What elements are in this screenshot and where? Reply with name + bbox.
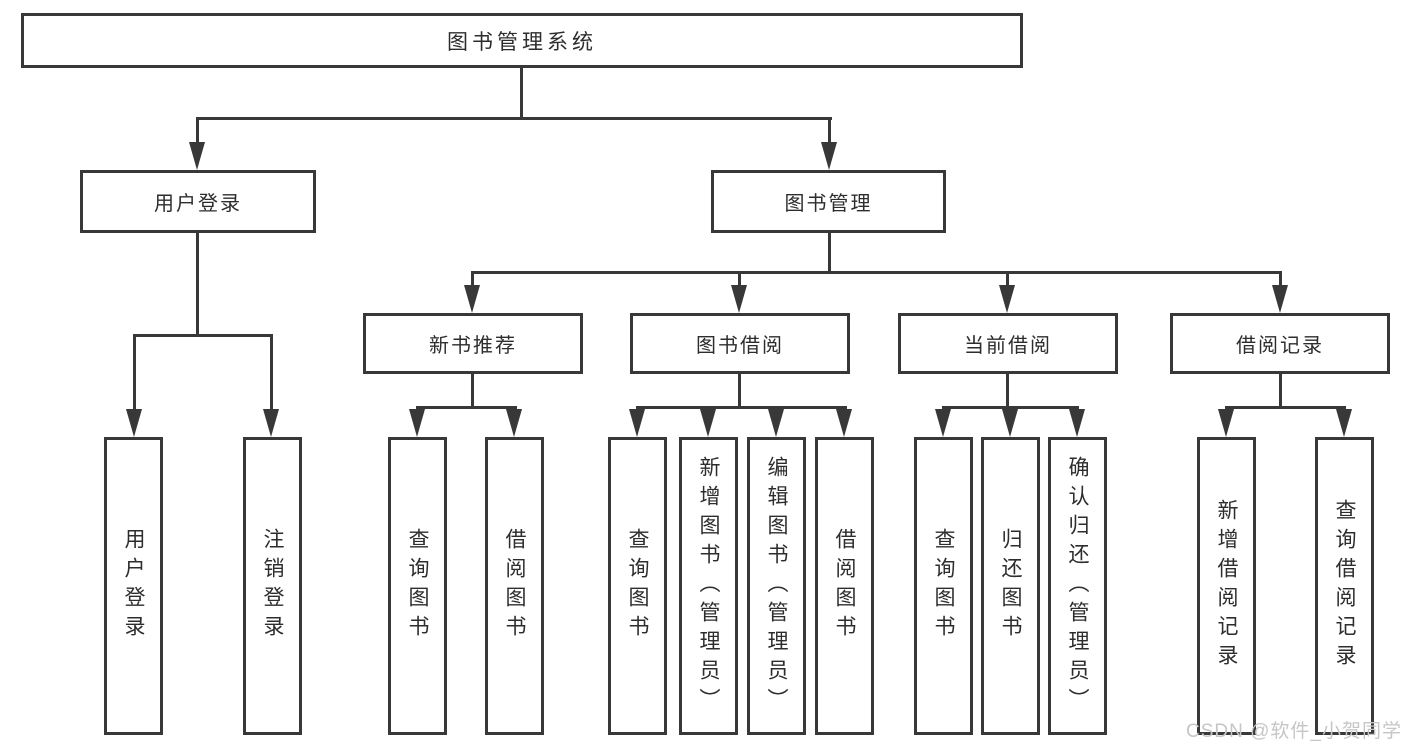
arrow-down-icon [999, 285, 1015, 313]
connector-line [1006, 374, 1009, 408]
arrow-down-icon [768, 409, 784, 437]
connector-line [828, 119, 831, 144]
connector-line [1279, 273, 1282, 287]
node-label: 用户登录 [122, 528, 145, 644]
leaf-add-borrow-record: 新增借阅记录 [1197, 437, 1256, 735]
arrow-down-icon [731, 285, 747, 313]
connector-line [196, 117, 832, 120]
connector-line [196, 232, 199, 336]
leaf-user-login: 用户登录 [104, 437, 163, 735]
node-label: 用户登录 [154, 193, 242, 215]
node-label: 注销登录 [261, 528, 284, 644]
node-user-login: 用户登录 [80, 170, 316, 233]
node-borrow-records: 借阅记录 [1170, 313, 1390, 374]
node-book-management: 图书管理 [711, 170, 946, 233]
arrow-down-icon [409, 409, 425, 437]
node-label: 新增借阅记录 [1215, 499, 1238, 673]
connector-line [738, 273, 741, 287]
leaf-add-book-admin: 新增图书（管理员） [679, 437, 738, 735]
arrow-down-icon [126, 409, 142, 437]
node-label: 借阅图书 [503, 528, 526, 644]
connector-line [520, 67, 523, 119]
node-label: 查询图书 [932, 528, 955, 644]
arrow-down-icon [1218, 409, 1234, 437]
node-label: 编辑图书（管理员） [765, 455, 788, 717]
leaf-query-books-3: 查询图书 [914, 437, 973, 735]
connector-line [636, 406, 847, 409]
arrow-down-icon [700, 409, 716, 437]
node-label: 查询借阅记录 [1333, 499, 1356, 673]
arrow-down-icon [1069, 409, 1085, 437]
leaf-logout: 注销登录 [243, 437, 302, 735]
node-label: 归还图书 [999, 528, 1022, 644]
connector-line [828, 232, 831, 273]
node-label: 新书推荐 [429, 335, 517, 357]
node-label: 新增图书（管理员） [697, 455, 720, 717]
node-label: 查询图书 [406, 528, 429, 644]
arrow-down-icon [821, 142, 837, 170]
connector-line [133, 334, 273, 337]
arrow-down-icon [1272, 285, 1288, 313]
node-label: 查询图书 [626, 528, 649, 644]
arrow-down-icon [1002, 409, 1018, 437]
node-book-borrow: 图书借阅 [630, 313, 850, 374]
arrow-down-icon [263, 409, 279, 437]
arrow-down-icon [629, 409, 645, 437]
arrow-down-icon [935, 409, 951, 437]
arrow-down-icon [464, 285, 480, 313]
node-new-book-recommend: 新书推荐 [363, 313, 583, 374]
leaf-query-books-2: 查询图书 [608, 437, 667, 735]
arrow-down-icon [189, 142, 205, 170]
arrow-down-icon [506, 409, 522, 437]
node-label: 借阅图书 [833, 528, 856, 644]
leaf-return-book: 归还图书 [981, 437, 1040, 735]
connector-line [416, 406, 517, 409]
connector-line [738, 374, 741, 408]
connector-line [1006, 273, 1009, 287]
node-label: 借阅记录 [1236, 335, 1324, 357]
node-label: 图书管理系统 [447, 30, 597, 54]
arrow-down-icon [1336, 409, 1352, 437]
node-label: 当前借阅 [964, 335, 1052, 357]
leaf-borrow-books: 借阅图书 [485, 437, 544, 735]
connector-line [133, 336, 136, 410]
connector-line [196, 119, 199, 144]
csdn-watermark: CSDN @软件_小贺同学 [1186, 721, 1402, 742]
connector-line [471, 271, 1282, 274]
connector-line [1225, 406, 1346, 409]
connector-line [1279, 374, 1282, 408]
arrow-down-icon [836, 409, 852, 437]
node-label: 确认归还（管理员） [1066, 455, 1089, 717]
node-label: 图书管理 [784, 193, 873, 215]
connector-line [471, 374, 474, 408]
leaf-borrow-books-2: 借阅图书 [815, 437, 874, 735]
leaf-query-borrow-record: 查询借阅记录 [1315, 437, 1374, 735]
connector-line [471, 273, 474, 287]
leaf-query-books: 查询图书 [388, 437, 447, 735]
leaf-confirm-return-admin: 确认归还（管理员） [1048, 437, 1107, 735]
connector-line [942, 406, 1079, 409]
leaf-edit-book-admin: 编辑图书（管理员） [747, 437, 806, 735]
connector-line [270, 336, 273, 410]
node-current-borrow: 当前借阅 [898, 313, 1118, 374]
node-library-management-system: 图书管理系统 [21, 13, 1023, 68]
node-label: 图书借阅 [696, 335, 784, 357]
